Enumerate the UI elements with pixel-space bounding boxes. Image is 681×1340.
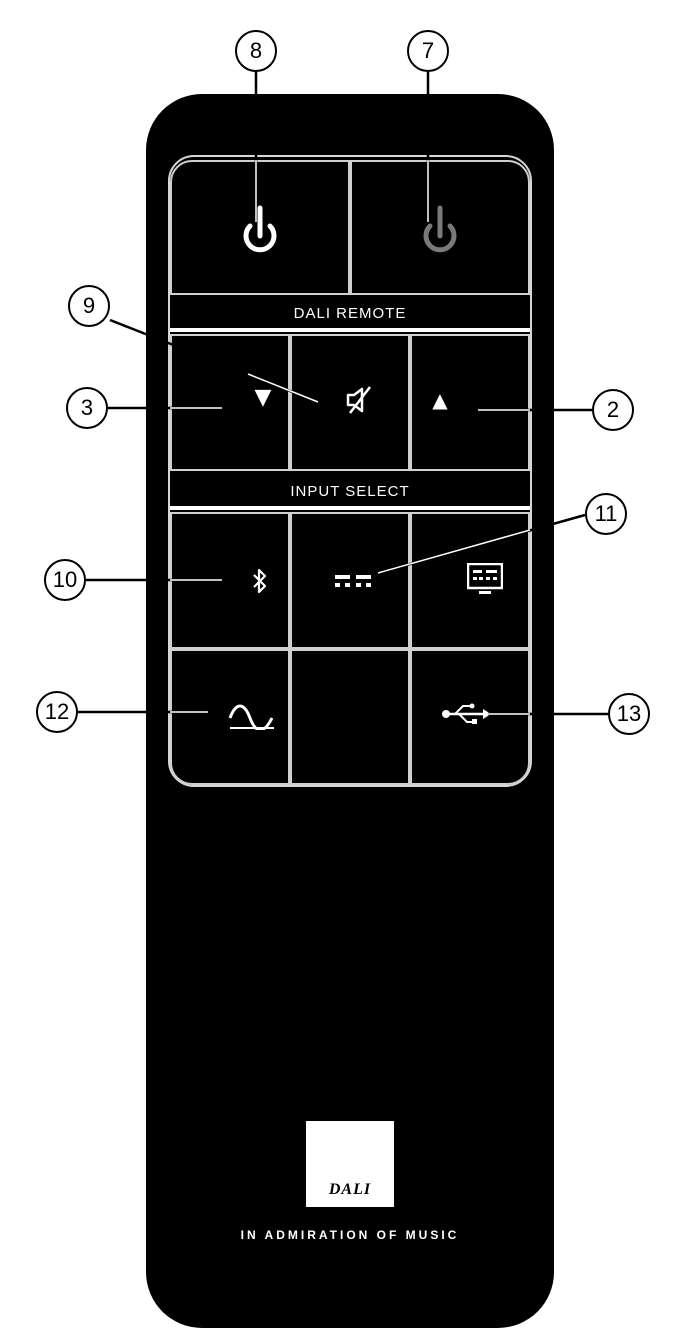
usb-icon (442, 703, 491, 724)
bluetooth-button[interactable] (170, 512, 290, 649)
power-icon (423, 205, 457, 252)
usb-input-button[interactable] (410, 649, 530, 785)
section-label-dali-remote: DALI REMOTE (293, 305, 407, 322)
button-panel (168, 155, 532, 787)
dali-logo-text: DALI (328, 1181, 372, 1198)
empty-button[interactable] (290, 649, 410, 785)
section-divider (170, 506, 530, 510)
callout-7: 7 (407, 30, 449, 72)
volume-up-button[interactable]: ▲ (410, 334, 530, 471)
callout-8: 8 (235, 30, 277, 72)
power-icon (243, 205, 277, 252)
tv-input-button[interactable] (410, 512, 530, 649)
optical-input-button[interactable] (290, 512, 410, 649)
speaker-mute-icon (346, 385, 371, 414)
tagline: IN ADMIRATION OF MUSIC (240, 1228, 460, 1242)
tv-icon (467, 562, 503, 594)
callout-12: 12 (36, 691, 78, 733)
dali-logo: DALI (306, 1121, 394, 1207)
analog-input-button[interactable] (170, 649, 290, 785)
power-button-left[interactable] (170, 160, 350, 295)
bluetooth-icon (253, 568, 267, 593)
triangle-down-icon: ▼ (254, 385, 272, 410)
volume-down-button[interactable]: ▼ (170, 334, 290, 471)
sine-wave-icon (228, 704, 274, 730)
callout-13: 13 (608, 693, 650, 735)
section-divider (170, 328, 530, 332)
triangle-up-icon: ▲ (432, 387, 448, 412)
power-button-right[interactable] (350, 160, 530, 295)
callout-10: 10 (44, 559, 86, 601)
optical-icon (335, 574, 371, 587)
callout-3: 3 (66, 387, 108, 429)
section-label-input-select: INPUT SELECT (290, 483, 410, 500)
callout-11: 11 (585, 493, 627, 535)
callout-2: 2 (592, 389, 634, 431)
callout-9: 9 (68, 285, 110, 327)
mute-button[interactable] (290, 334, 410, 471)
